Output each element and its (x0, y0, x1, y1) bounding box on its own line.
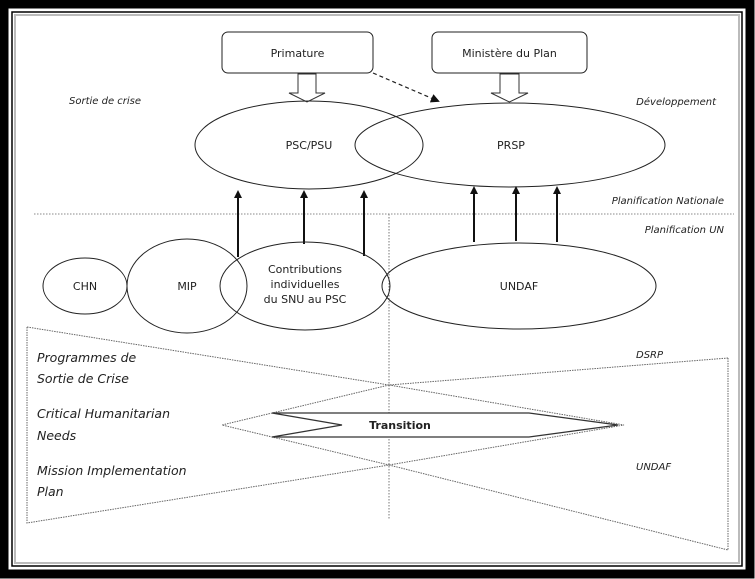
contributions-ellipse (219, 241, 391, 331)
psc-ellipse (194, 100, 424, 190)
undaf-ellipse (381, 242, 657, 330)
ministere-label: Ministère du Plan (462, 47, 557, 60)
chn-label: CHN (73, 280, 97, 293)
primature-box (221, 31, 374, 74)
critical-label-2: Needs (37, 428, 77, 443)
primature-label: Primature (271, 47, 325, 60)
critical-label-1: Critical Humanitarian (37, 406, 170, 421)
contributions-label-2: individuelles (271, 278, 340, 291)
mission-label-1: Mission Implementation (37, 463, 187, 478)
transition-label: Transition (369, 419, 431, 432)
developpement-label: Développement (636, 96, 717, 108)
transition-arrow (271, 412, 619, 438)
dsrp-label: DSRP (636, 350, 664, 361)
psc-label: PSC/PSU (286, 139, 333, 152)
programmes-label-1: Programmes de (37, 350, 137, 365)
primature-block-arrow (288, 73, 326, 103)
prsp-ellipse (354, 102, 666, 188)
planification-un-label: Planification UN (645, 225, 725, 236)
mip-ellipse (126, 238, 248, 334)
ministere-box (431, 31, 588, 74)
dashed-arrow (372, 72, 440, 103)
mip-label: MIP (177, 280, 197, 293)
planification-nationale-label: Planification Nationale (612, 196, 724, 207)
ministere-block-arrow (490, 73, 529, 103)
sortie-de-crise-label: Sortie de crise (69, 96, 141, 107)
transition-triangles (26, 326, 729, 551)
contributions-label-3: du SNU au PSC (264, 293, 347, 306)
programmes-label-2: Sortie de Crise (37, 371, 129, 386)
inner-frame-shadow (14, 14, 740, 564)
undaf-right-label: UNDAF (636, 462, 671, 473)
prsp-label: PRSP (497, 139, 525, 152)
contributions-label-1: Contributions (268, 263, 342, 276)
inner-frame-line (11, 11, 743, 567)
mission-label-2: Plan (37, 484, 64, 499)
undaf-label: UNDAF (500, 280, 538, 293)
